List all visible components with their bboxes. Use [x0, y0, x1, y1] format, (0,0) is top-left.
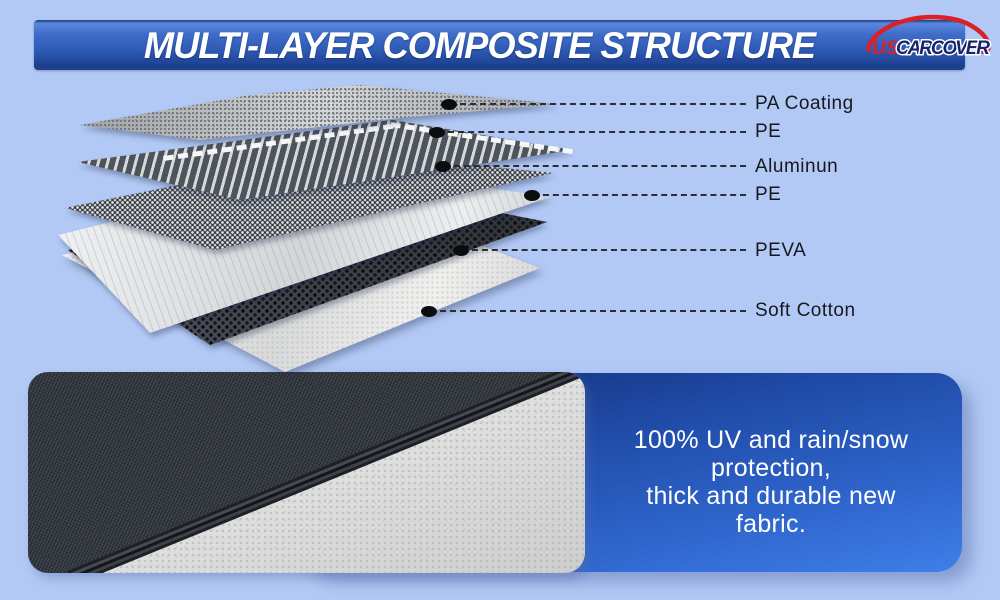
callout-dot — [441, 99, 457, 110]
page-title: MULTI-LAYER COMPOSITE STRUCTURE — [143, 25, 816, 66]
leader-line — [460, 103, 746, 105]
layer-label-pe-top: PE — [755, 121, 782, 142]
callout-dot — [524, 190, 540, 201]
leader-line — [543, 194, 746, 196]
layer-label-aluminum: Aluminun — [755, 156, 839, 177]
callout-dot — [453, 245, 469, 256]
leader-line — [440, 310, 746, 312]
protection-text-line: 100% UV and rain/snow — [633, 426, 909, 454]
protection-text-line: fabric. — [735, 510, 807, 538]
car-outline-icon: US CARCOVER — [866, 14, 992, 61]
leader-line — [472, 249, 746, 251]
fabric-photo — [28, 372, 585, 573]
logo-name: CARCOVER — [896, 38, 990, 59]
leader-line — [448, 131, 746, 133]
layer-sheet-pa-coating — [55, 75, 615, 390]
protection-text-line: protection, — [710, 454, 832, 482]
protection-text-line: thick and durable new — [646, 482, 896, 510]
layer-diagram — [55, 75, 615, 390]
layer-label-pe-bottom: PE — [755, 184, 782, 205]
brand-logo: US CARCOVER — [860, 4, 998, 68]
layer-label-pa-coating: PA Coating — [755, 93, 854, 114]
callout-dot — [429, 127, 445, 138]
callout-dot — [421, 306, 437, 317]
callout-dot — [435, 161, 451, 172]
header-banner: MULTI-LAYER COMPOSITE STRUCTURE — [34, 20, 965, 70]
protection-text: 100% UV and rain/snow protection, thick … — [585, 426, 957, 538]
layer-label-soft-cotton: Soft Cotton — [755, 300, 856, 321]
layer-label-peva: PEVA — [755, 240, 807, 261]
leader-line — [454, 165, 746, 167]
logo-prefix: US — [872, 38, 899, 59]
